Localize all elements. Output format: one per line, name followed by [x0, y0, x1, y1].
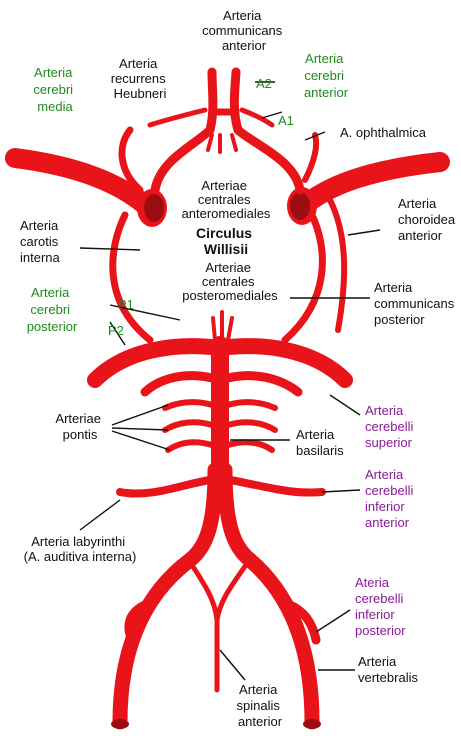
pica-right — [285, 600, 321, 645]
label-aica: Arteria cerebelli inferior anterior — [365, 467, 417, 530]
pontine-artery-4 — [225, 399, 278, 411]
label-labyrinthi: Arteria labyrinthi (A. auditiva interna) — [24, 534, 137, 564]
choroidal-right — [327, 197, 348, 333]
leader-lines — [79, 81, 381, 681]
label-circulus: Circulus Willisii — [196, 225, 256, 257]
posteromedial-left — [211, 316, 217, 342]
label-carotis: Arteria carotis interna — [20, 218, 62, 265]
ophthalmic-right — [302, 132, 320, 183]
mca-left — [5, 148, 155, 215]
sca-right — [223, 371, 303, 397]
label-choroidea: Arteria choroidea anterior — [398, 196, 459, 243]
label-basilaris: Arteria basilaris — [296, 427, 344, 458]
label-centrales-postero: Arteriae centrales posteromediales — [182, 260, 278, 303]
aca-left — [150, 67, 218, 195]
label-cerebri-media: Arteria cerebri media — [33, 65, 76, 114]
label-pica: Ateria cerebelli inferior posterior — [355, 575, 407, 638]
pica-left — [124, 600, 150, 645]
pcomm-right — [281, 211, 326, 344]
label-cerebri-posterior: Arteria cerebri posterior — [27, 285, 78, 334]
carotid-left-lumen — [144, 194, 164, 222]
label-acomm: Arteria communicans anterior — [202, 8, 286, 53]
anteromedial-1 — [206, 133, 214, 152]
label-spinalis: Arteria spinalis anterior — [237, 682, 284, 729]
vertebral-artery-left — [112, 462, 223, 730]
pca-left — [87, 338, 228, 388]
label-pontis: Arteriae pontis — [55, 411, 104, 442]
pontine-artery-2 — [162, 419, 215, 433]
label-ophthalmica: A. ophthalmica — [340, 125, 427, 140]
label-p1: P1 — [118, 297, 134, 312]
vertebral-right-end — [303, 719, 321, 729]
sca-left — [140, 371, 217, 397]
label-p2: P2 — [108, 323, 124, 338]
mca-right — [295, 152, 450, 215]
aica-right — [226, 476, 326, 497]
label-cerebri-anterior: Arteria cerebri anterior — [304, 51, 349, 100]
posteromedial-right — [226, 316, 234, 342]
arteries — [5, 67, 450, 730]
carotid-right-lumen — [290, 192, 310, 220]
pontine-artery-1 — [162, 399, 215, 411]
label-a1: A1 — [278, 113, 294, 128]
anterior-spinal-artery — [187, 559, 220, 693]
aca-right — [229, 67, 305, 195]
label-recurrens: Arteria recurrens Heubneri — [111, 56, 170, 101]
label-sca: Arteria cerebelli superior — [365, 403, 417, 450]
labels: Arteria communicans anterior Arteria rec… — [20, 8, 459, 729]
left-upper-loop — [118, 126, 144, 194]
pcomm-left — [109, 211, 154, 344]
pca-right — [212, 338, 353, 388]
label-a2: A2 — [256, 76, 272, 91]
anteromedial-3 — [230, 133, 238, 152]
vertebral-left-end — [111, 719, 129, 729]
heubner-right — [239, 107, 275, 128]
aica-left — [116, 476, 214, 498]
label-pcomm: Arteria communicans posterior — [374, 280, 458, 327]
pontine-artery-6 — [225, 439, 275, 453]
vertebral-artery-right — [217, 462, 320, 730]
label-centrales-antero: Arteriae centrales anteromediales — [182, 178, 271, 221]
pontine-artery-5 — [225, 419, 278, 433]
label-vertebralis: Arteria vertebralis — [358, 654, 418, 685]
heubner-left — [147, 107, 208, 128]
pontine-artery-3 — [165, 439, 215, 453]
anterior-spinal-artery-r — [214, 559, 251, 623]
